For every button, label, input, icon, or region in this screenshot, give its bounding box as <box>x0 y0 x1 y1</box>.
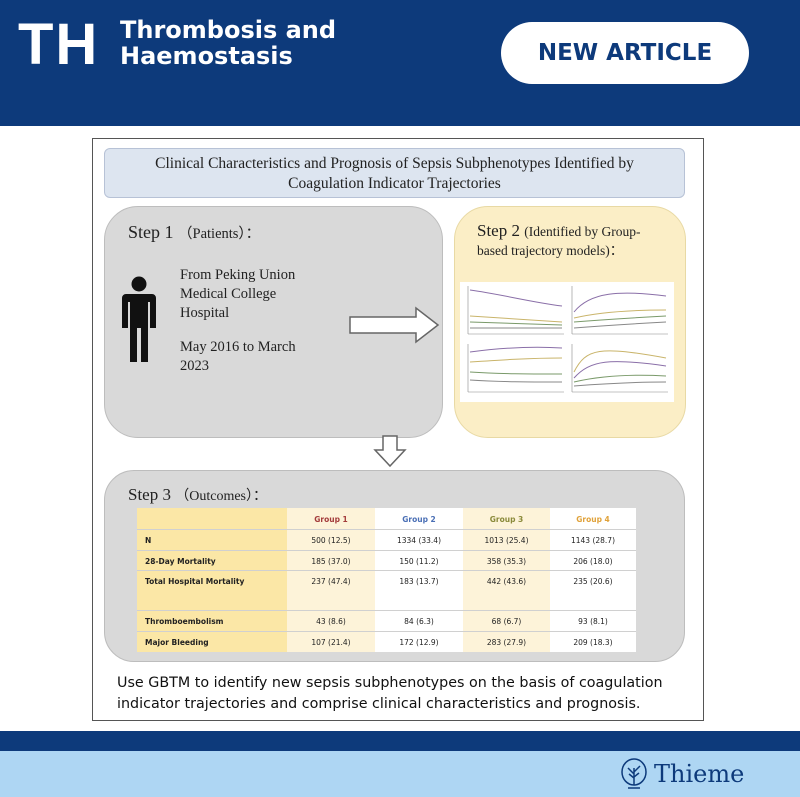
abstract-title: Clinical Characteristics and Prognosis o… <box>104 148 685 198</box>
step1-title: Step 1 （Patients）： <box>128 222 260 243</box>
table-cell: 43 (8.6) <box>316 616 346 626</box>
step2-subtitle-line2: based trajectory models)： <box>477 243 624 258</box>
step1-description: From Peking Union Medical College Hospit… <box>180 266 370 376</box>
arrow-down-icon <box>373 435 407 468</box>
header-group3: Group 3 <box>489 514 524 524</box>
study-period: May 2016 to March 2023 <box>180 338 370 376</box>
table-row: Total Hospital Mortality 237 (47.4) 183 … <box>137 571 636 591</box>
publisher-logo: Thieme <box>620 757 744 791</box>
table-row: Thromboembolism 43 (8.6) 84 (6.3) 68 (6.… <box>137 611 636 631</box>
table-cell: 84 (6.3) <box>404 616 434 626</box>
abstract-title-line1: Clinical Characteristics and Prognosis o… <box>155 155 634 172</box>
table-cell: 1013 (25.4) <box>484 535 529 545</box>
step3-label: Step 3 <box>128 485 171 504</box>
conclusion-line2: indicator trajectories and comprise clin… <box>117 696 641 712</box>
table-cell: 107 (21.4) <box>311 637 351 647</box>
table-cell: 358 (35.3) <box>486 556 527 566</box>
step2-title: Step 2 (Identified by Group- based traje… <box>477 222 682 260</box>
group4-column-bg <box>550 508 636 652</box>
header-banner: TH Thrombosis and Haemostasis NEW ARTICL… <box>0 0 800 126</box>
study-period-line1: May 2016 to March <box>180 339 296 355</box>
footer-band-light <box>0 751 800 797</box>
table-cell: 185 (37.0) <box>311 556 351 566</box>
footer-band-dark <box>0 731 800 751</box>
patient-source-line1: From Peking Union <box>180 267 296 283</box>
journal-name: Thrombosis and Haemostasis <box>120 17 336 69</box>
table-row: N 500 (12.5) 1334 (33.4) 1013 (25.4) 114… <box>137 530 636 550</box>
group1-column-bg <box>287 508 375 652</box>
row-label: Major Bleeding <box>145 637 209 647</box>
header-group4: Group 4 <box>576 514 610 524</box>
step2-label: Step 2 <box>477 221 520 240</box>
patient-source: From Peking Union Medical College Hospit… <box>180 266 370 323</box>
table-divider <box>137 570 636 571</box>
new-article-badge: NEW ARTICLE <box>501 22 749 84</box>
table-cell: 93 (8.1) <box>578 616 608 626</box>
row-label: N <box>145 535 152 545</box>
table-cell: 172 (12.9) <box>399 637 439 647</box>
group3-column-bg <box>463 508 550 652</box>
table-cell: 237 (47.4) <box>311 576 351 586</box>
table-cell: 209 (18.3) <box>573 637 613 647</box>
person-icon <box>122 276 156 362</box>
trajectory-plot-4 <box>571 344 668 393</box>
table-cell: 235 (20.6) <box>573 576 613 586</box>
study-period-line2: 2023 <box>180 358 209 374</box>
table-row: Major Bleeding 107 (21.4) 172 (12.9) 283… <box>137 632 636 652</box>
row-label: 28-Day Mortality <box>145 556 216 566</box>
label-column-bg <box>137 508 287 652</box>
table-header-row: Group 1 Group 2 Group 3 Group 4 <box>137 509 636 529</box>
trajectory-plot-3 <box>467 344 564 393</box>
publisher-name: Thieme <box>654 760 745 788</box>
patient-source-line2: Medical College <box>180 286 277 302</box>
table-cell: 150 (11.2) <box>399 556 439 566</box>
step1-subtitle: （Patients）： <box>178 226 261 242</box>
journal-name-line1: Thrombosis and <box>120 16 337 44</box>
abstract-title-line2: Coagulation Indicator Trajectories <box>288 175 501 192</box>
trajectory-plots-image <box>460 282 674 402</box>
table-divider <box>137 550 636 551</box>
table-cell: 442 (43.6) <box>486 576 527 586</box>
table-cell: 68 (6.7) <box>491 616 522 626</box>
header-group1: Group 1 <box>314 514 348 524</box>
step2-subtitle-line1: (Identified by Group- <box>524 224 641 239</box>
table-cell: 500 (12.5) <box>311 535 351 545</box>
group2-column-bg <box>375 508 463 652</box>
step1-label: Step 1 <box>128 222 174 242</box>
trajectory-plot-1 <box>467 286 564 335</box>
step3-subtitle: （Outcomes）： <box>175 489 267 504</box>
journal-logo-abbr: TH <box>18 12 100 77</box>
journal-name-line2: Haemostasis <box>120 42 293 70</box>
table-row: 28-Day Mortality 185 (37.0) 150 (11.2) 3… <box>137 551 636 571</box>
table-divider <box>137 631 636 632</box>
arrow-right-icon <box>349 306 440 344</box>
tree-icon <box>621 758 647 789</box>
step3-title: Step 3 （Outcomes）： <box>128 485 267 505</box>
abstract-conclusion: Use GBTM to identify new sepsis subpheno… <box>117 673 687 715</box>
table-divider <box>137 610 636 611</box>
table-divider <box>137 529 636 530</box>
patient-source-line3: Hospital <box>180 305 230 321</box>
row-label: Thromboembolism <box>145 616 224 626</box>
row-label: Total Hospital Mortality <box>145 576 245 586</box>
trajectory-plot-2 <box>571 286 668 335</box>
conclusion-line1: Use GBTM to identify new sepsis subpheno… <box>117 675 663 691</box>
table-cell: 283 (27.9) <box>486 637 527 647</box>
header-group2: Group 2 <box>402 514 436 524</box>
table-cell: 1334 (33.4) <box>396 535 442 545</box>
table-cell: 183 (13.7) <box>399 576 439 586</box>
outcomes-table: Group 1 Group 2 Group 3 Group 4 N 500 (1… <box>137 508 636 652</box>
table-cell: 206 (18.0) <box>573 556 613 566</box>
table-cell: 1143 (28.7) <box>570 535 616 545</box>
